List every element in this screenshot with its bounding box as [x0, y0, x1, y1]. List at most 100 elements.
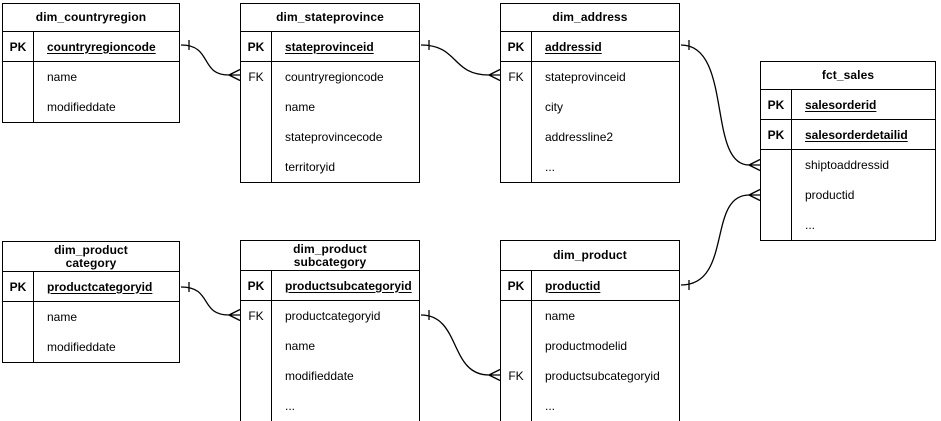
rel-address-sales[interactable] — [680, 40, 761, 172]
table-fct-sales[interactable]: fct_sales PK salesorderid PK salesorderd… — [760, 61, 936, 241]
column-name: modifieddate — [47, 340, 116, 354]
key-badge — [241, 361, 272, 391]
rel-product-sales[interactable] — [680, 188, 761, 291]
table-row: name — [241, 92, 419, 122]
column-name: stateprovinceid — [545, 70, 626, 84]
table-row: addressline2 — [501, 122, 679, 152]
relationship-line — [180, 44, 230, 76]
table-dim-productcategory[interactable]: dim_product category PK productcategoryi… — [2, 241, 180, 363]
rel-productsubcategory-product[interactable] — [420, 310, 501, 382]
pk-badge: PK — [241, 271, 272, 300]
pk-badge: PK — [501, 271, 532, 300]
table-dim-product[interactable]: dim_product PK productid name productmod… — [500, 240, 680, 421]
column-name: productsubcategoryid — [545, 369, 660, 383]
fk-badge: FK — [501, 62, 532, 92]
rel-countryregion-stateprovince[interactable] — [180, 40, 241, 82]
key-badge — [501, 92, 532, 122]
column-name: addressline2 — [545, 130, 614, 144]
key-badge — [3, 92, 34, 122]
column-name: countryregioncode — [47, 39, 156, 54]
table-row: FK stateprovinceid — [501, 62, 679, 92]
table-row: FK productsubcategoryid — [501, 361, 679, 391]
table-row: ... — [241, 391, 419, 421]
table-row: stateprovincecode — [241, 122, 419, 152]
rel-stateprovince-address[interactable] — [420, 40, 501, 82]
key-badge — [241, 122, 272, 152]
key-badge — [241, 331, 272, 361]
column-name: name — [47, 310, 78, 324]
key-badge — [3, 62, 34, 92]
relationship-line — [680, 44, 750, 166]
relationship-line — [420, 314, 490, 376]
table-title: dim_product — [501, 241, 679, 271]
table-row: PK productid — [501, 271, 679, 301]
column-name: modifieddate — [285, 369, 354, 383]
key-badge — [501, 152, 532, 182]
table-title: dim_product category — [3, 242, 179, 272]
table-row: PK salesorderid — [761, 90, 935, 120]
column-name: ... — [545, 160, 556, 174]
pk-badge: PK — [3, 32, 34, 61]
fk-badge: FK — [241, 62, 272, 92]
key-badge — [761, 180, 792, 210]
table-row: ... — [501, 391, 679, 421]
pk-badge: PK — [241, 32, 272, 61]
table-title: dim_product subcategory — [241, 241, 419, 271]
pk-badge: PK — [761, 90, 792, 119]
table-row: name — [501, 301, 679, 331]
column-name: city — [545, 100, 563, 114]
fk-badge: FK — [241, 301, 272, 331]
table-row: territoryid — [241, 152, 419, 182]
fk-badge: FK — [501, 361, 532, 391]
column-name: name — [545, 309, 576, 323]
column-name: ... — [285, 399, 296, 413]
table-row: modifieddate — [241, 361, 419, 391]
column-name: productcategoryid — [47, 279, 153, 294]
crows-foot-many-marker — [488, 368, 501, 382]
table-row: modifieddate — [3, 332, 179, 362]
table-row: ... — [501, 152, 679, 182]
pk-badge: PK — [761, 120, 792, 149]
key-badge — [501, 391, 532, 421]
table-row: name — [3, 62, 179, 92]
key-badge — [501, 301, 532, 331]
table-title: fct_sales — [761, 62, 935, 90]
key-badge — [241, 152, 272, 182]
pk-badge: PK — [3, 272, 34, 301]
column-name: salesorderid — [805, 97, 877, 112]
table-row: PK countryregioncode — [3, 32, 179, 62]
table-row: name — [3, 302, 179, 332]
table-dim-countryregion[interactable]: dim_countryregion PK countryregioncode n… — [2, 3, 180, 123]
column-name: productmodelid — [545, 339, 628, 353]
table-dim-productsubcategory[interactable]: dim_product subcategory PK productsubcat… — [240, 240, 420, 421]
table-row: PK productsubcategoryid — [241, 271, 419, 301]
column-name: name — [285, 100, 316, 114]
crows-foot-many-marker — [748, 158, 761, 172]
key-badge — [501, 122, 532, 152]
relationship-line — [680, 194, 750, 286]
table-dim-stateprovince[interactable]: dim_stateprovince PK stateprovinceid FK … — [240, 3, 420, 183]
key-badge — [241, 92, 272, 122]
rel-productcategory-productsubcategory[interactable] — [180, 282, 241, 322]
column-name: ... — [805, 218, 816, 232]
table-title: dim_countryregion — [3, 4, 179, 32]
crows-foot-many-marker — [748, 188, 761, 202]
table-row: name — [241, 331, 419, 361]
crows-foot-many-marker — [488, 68, 501, 82]
table-row: productid — [761, 180, 935, 210]
table-row: PK salesorderdetailid — [761, 120, 935, 150]
relationship-line — [180, 286, 230, 316]
column-name: productcategoryid — [285, 309, 381, 323]
table-row: modifieddate — [3, 92, 179, 122]
column-name: modifieddate — [47, 100, 116, 114]
column-name: productid — [545, 278, 601, 293]
key-badge — [3, 332, 34, 362]
column-name: salesorderdetailid — [805, 127, 908, 142]
table-row: PK stateprovinceid — [241, 32, 419, 62]
table-dim-address[interactable]: dim_address PK addressid FK stateprovinc… — [500, 3, 680, 183]
table-row: city — [501, 92, 679, 122]
table-row: productmodelid — [501, 331, 679, 361]
table-row: PK addressid — [501, 32, 679, 62]
key-badge — [241, 391, 272, 421]
table-row: shiptoaddressid — [761, 150, 935, 180]
